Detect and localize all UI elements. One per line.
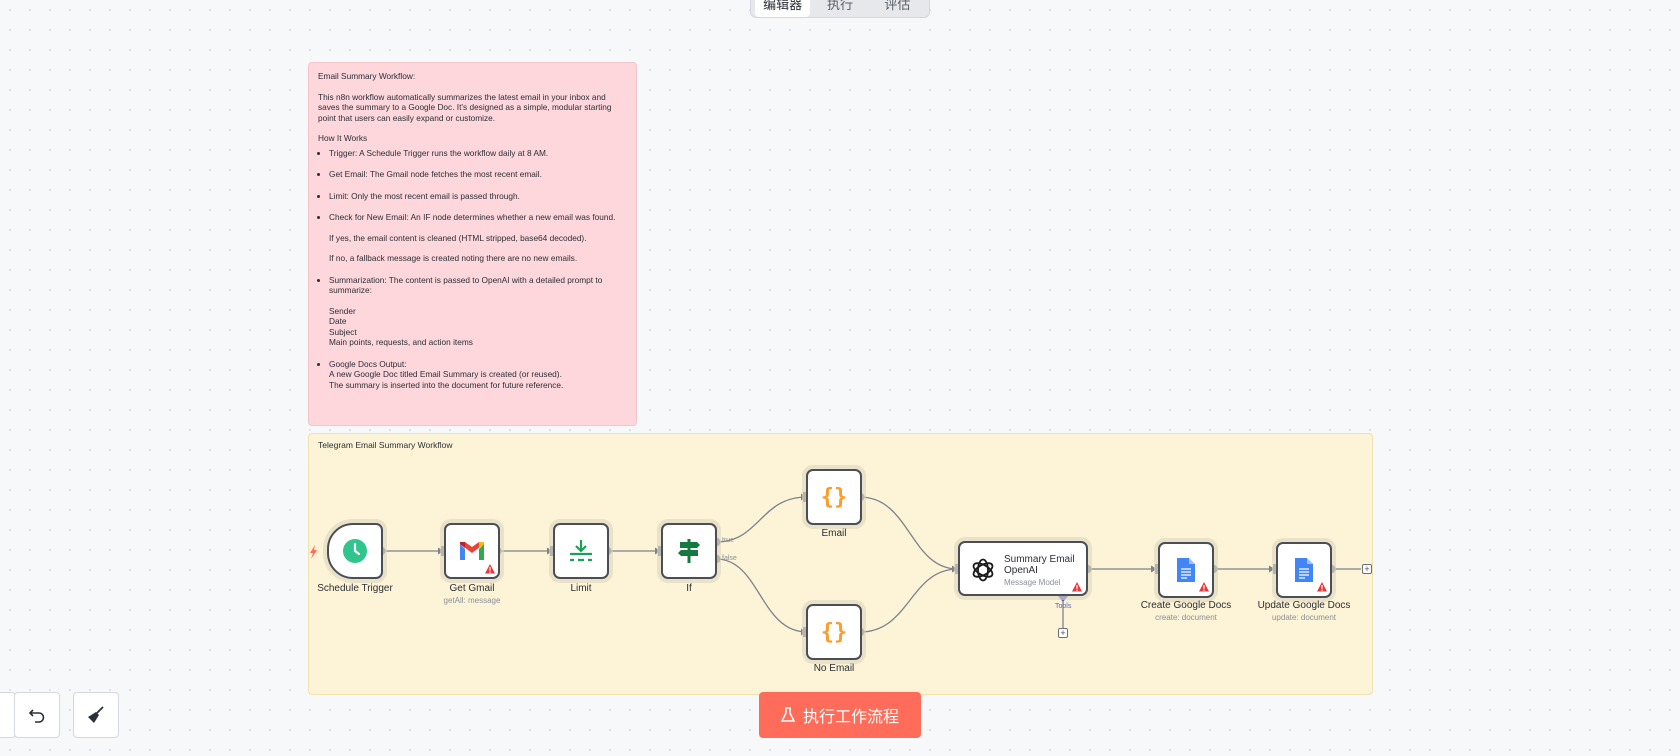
arrow-head	[1269, 565, 1275, 573]
list-item: Get Email: The Gmail node fetches the mo…	[329, 169, 627, 180]
openai-icon	[972, 558, 994, 582]
node-label-limit: Limit	[570, 583, 592, 594]
code-braces-icon: {}	[820, 619, 848, 645]
list-item: Trigger: A Schedule Trigger runs the wor…	[329, 148, 627, 159]
list-item: Summarization: The content is passed to …	[329, 275, 627, 348]
node-sub-openai: Message Model	[1004, 578, 1061, 587]
execute-workflow-button[interactable]: 执行工作流程	[759, 692, 921, 738]
node-sub-create-docs: create: document	[1155, 613, 1217, 622]
node-label-no-email: No Email	[813, 663, 855, 674]
warning-icon	[485, 564, 495, 574]
code-braces-icon: {}	[820, 484, 848, 510]
undo-icon	[28, 709, 45, 723]
arrow-head	[801, 493, 807, 501]
group-title: Telegram Email Summary Workflow	[318, 440, 453, 450]
clock-icon	[343, 539, 367, 563]
signpost-icon	[678, 539, 700, 563]
node-label-update-docs: Update Google Docs	[1257, 600, 1351, 611]
add-tool-button[interactable]: +	[1058, 628, 1068, 638]
limit-icon	[570, 540, 592, 562]
arrow-head	[438, 547, 444, 555]
node-email[interactable]: {}	[806, 469, 862, 525]
execute-workflow-label: 执行工作流程	[802, 709, 899, 726]
google-docs-icon	[1177, 558, 1195, 582]
node-sub-gmail: getAll: message	[443, 596, 501, 605]
note-heading: Email Summary Workflow:	[318, 71, 416, 81]
note-how-heading: How It Works	[318, 133, 368, 143]
node-no-email[interactable]: {}	[806, 604, 862, 660]
node-title-openai: Summary Email OpenAI	[1004, 554, 1075, 576]
list-item: Limit: Only the most recent email is pas…	[329, 191, 627, 202]
connection	[859, 496, 959, 570]
node-label-schedule: Schedule Trigger	[317, 583, 393, 594]
arrow-head	[801, 628, 807, 636]
node-sub-update-docs: update: document	[1271, 613, 1337, 622]
node-schedule-trigger[interactable]	[327, 523, 383, 579]
tab-evaluations[interactable]: 评估	[884, 0, 911, 12]
node-limit[interactable]	[553, 523, 609, 579]
node-openai-summary[interactable]: Summary Email OpenAI Message Model	[958, 541, 1088, 596]
node-label-if: If	[686, 583, 692, 594]
view-tabs: 编辑器 执行 评估	[750, 0, 930, 18]
tab-editor[interactable]: 编辑器	[755, 0, 811, 17]
warning-icon	[1072, 582, 1082, 592]
arrow-head	[655, 547, 661, 555]
node-label-gmail: Get Gmail	[449, 583, 495, 594]
arrow-head	[952, 565, 958, 573]
port-label-tools: Tools	[1055, 603, 1072, 610]
arrow-head	[547, 547, 553, 555]
undo-button[interactable]	[14, 692, 60, 738]
port-label-true: true	[722, 537, 735, 544]
connection	[715, 558, 808, 633]
warning-icon	[1317, 582, 1327, 592]
tab-executions[interactable]: 执行	[826, 0, 853, 12]
connection	[715, 496, 808, 543]
gmail-icon	[460, 542, 484, 560]
connection	[859, 568, 959, 633]
list-item: Check for New Email: An IF node determin…	[329, 212, 627, 264]
broom-icon	[88, 706, 104, 723]
node-label-email: Email	[821, 528, 847, 539]
tidy-up-button[interactable]	[73, 692, 119, 738]
google-docs-icon	[1295, 558, 1313, 582]
node-label-create-docs: Create Google Docs	[1140, 600, 1232, 611]
note-intro: This n8n workflow automatically summariz…	[318, 91, 612, 123]
flask-icon	[780, 707, 795, 722]
sticky-note-description[interactable]: Email Summary Workflow: This n8n workflo…	[308, 62, 637, 426]
lightning-icon	[310, 545, 317, 559]
node-create-google-docs[interactable]	[1158, 542, 1214, 598]
add-node-button[interactable]: +	[1362, 564, 1372, 574]
node-if[interactable]	[661, 523, 717, 579]
node-update-google-docs[interactable]	[1276, 542, 1332, 598]
warning-icon	[1199, 582, 1209, 592]
note-steps-list: Trigger: A Schedule Trigger runs the wor…	[318, 148, 627, 391]
port-label-false: false	[722, 555, 737, 562]
list-item: Google Docs Output: A new Google Doc tit…	[329, 359, 627, 391]
arrow-head	[1151, 565, 1157, 573]
